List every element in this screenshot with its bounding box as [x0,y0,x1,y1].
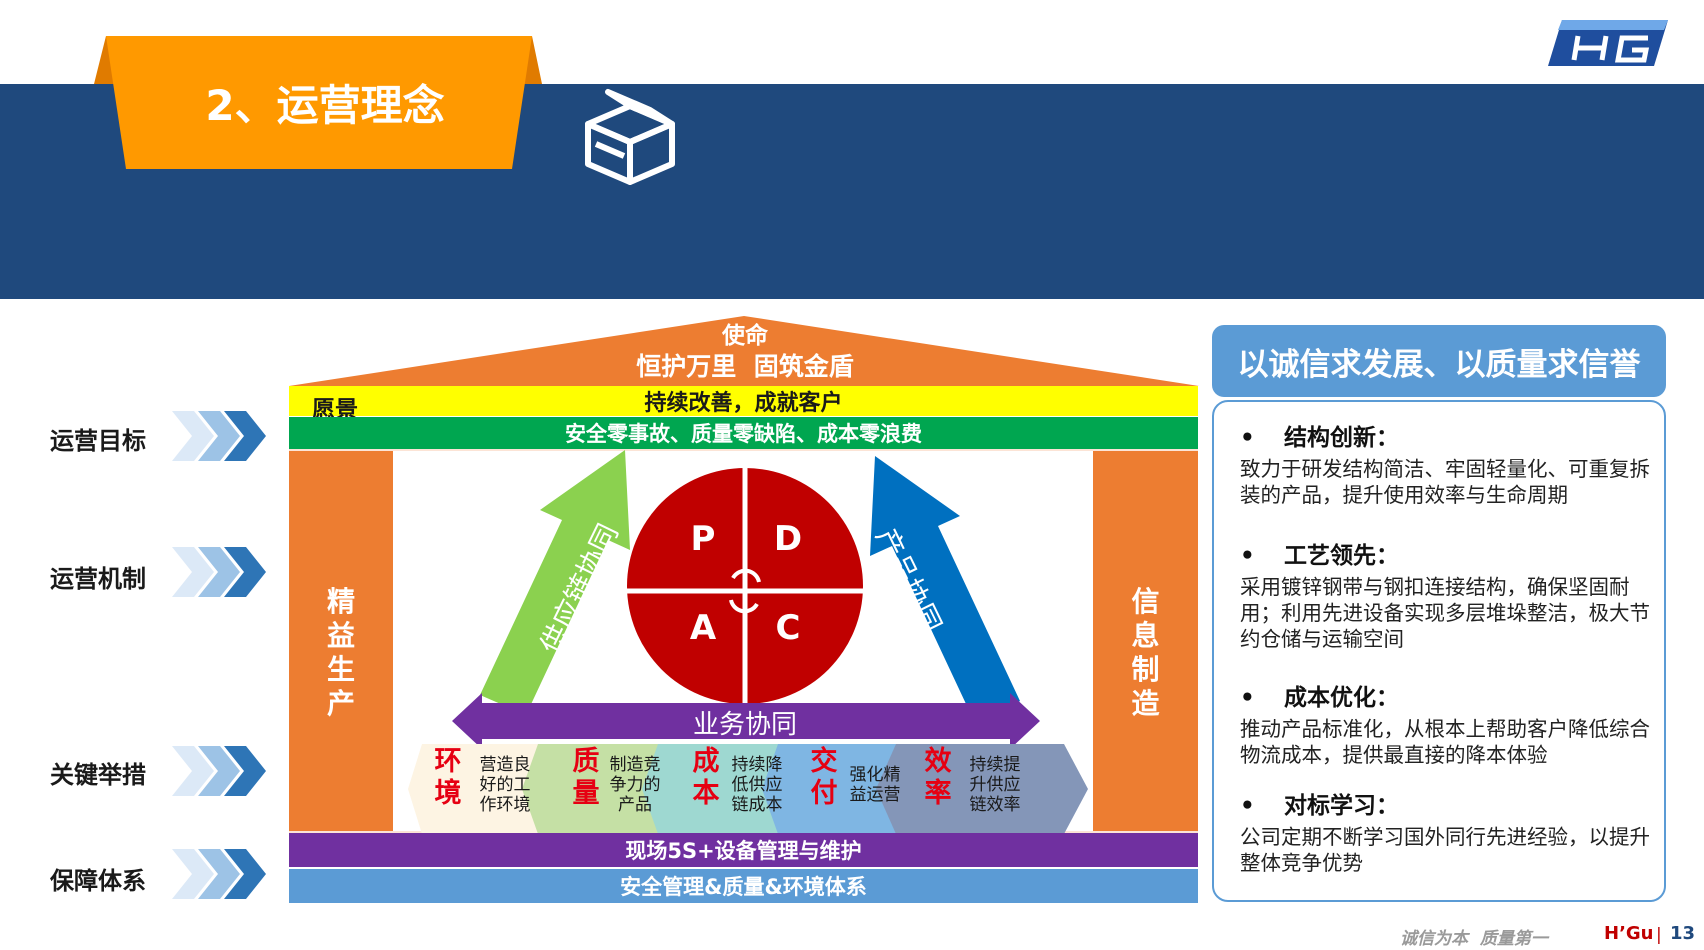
business-collab-arrow [452,693,1040,749]
pdca-p: P [690,519,716,559]
page-number: 13 [1670,923,1696,944]
footer-brand: H’Gu [1604,923,1654,944]
measure-cost: 成 本 [692,746,720,809]
goals-text: 安全零事故、质量零缺陷、成本零浪费 [565,422,922,446]
label-operation-mechanism: 运营机制 [50,564,146,593]
measure-cost-desc: 持续降 低供应 链成本 [731,755,783,815]
label-operation-goal: 运营目标 [50,426,146,455]
measure-quality: 质 量 [572,746,600,809]
refresh-cycle-icon [724,568,764,608]
bullet: • [1240,793,1255,819]
chevron-arrows-icon [172,849,266,899]
company-logo [1548,20,1668,66]
chevron-arrows-icon [172,411,266,461]
measure-efficiency: 效 率 [924,746,952,809]
measure-quality-desc: 制造竞 争力的 产品 [609,755,661,815]
measure-delivery: 交 付 [810,746,838,809]
side-section-structure: •结构创新： 致力于研发结构简洁、牢固轻量化、可重复拆装的产品，提升使用效率与生… [1240,425,1650,507]
bullet: • [1240,685,1255,711]
measure-environment: 环 境 [434,746,462,809]
side-section-cost: •成本优化： 推动产品标准化，从根本上帮助客户降低综合物流成本，提供最直接的降本… [1240,685,1650,767]
chevron-arrows-icon [172,547,266,597]
supply-chain-arrow [480,450,630,715]
site-management-bar: 现场5S+设备管理与维护 [289,833,1198,867]
label-key-measures: 关键举措 [50,760,146,789]
side-headline: 以诚信求发展、以质量求信誉 [1212,325,1666,397]
side-section-process: •工艺领先： 采用镀锌钢带与钢扣连接结构，确保坚固耐用；利用先进设备实现多层堆垛… [1240,543,1650,651]
title-tab [84,36,554,169]
footer-slogan: 诚信为本 质量第一 [1400,929,1548,949]
page-title: 2、运营理念 [205,80,445,130]
business-collab-label: 业务协同 [692,710,797,740]
house-roof [289,316,1199,386]
vision-text: 持续改善，成就客户 [644,391,843,416]
pdca-circle [625,466,865,706]
product-arrow [870,456,1020,721]
mission-label: 使命 [722,323,768,349]
management-system-bar: 安全管理&质量&环境体系 [289,869,1198,903]
measure-environment-desc: 营造良 好的工 作环境 [479,755,531,815]
side-section-benchmark: •对标学习： 公司定期不断学习国外同行先进经验，以提升整体竞争优势 [1240,793,1650,875]
bullet: • [1240,543,1255,569]
pillar-information-manufacturing: 信 息 制 造 [1093,451,1198,831]
footer-separator: | [1656,925,1662,945]
mission-text: 恒护万里 固筑金盾 [636,352,854,381]
key-measures-row [408,744,1088,834]
side-panel [1212,400,1666,902]
bullet: • [1240,425,1255,451]
label-guarantee-system: 保障体系 [50,866,146,895]
vision-bar: 持续改善，成就客户 [289,386,1198,416]
measure-efficiency-desc: 持续提 升供应 链效率 [969,755,1021,815]
chevron-arrows-icon [172,746,266,796]
box-icon [585,89,675,185]
pillar-lean-production: 精 益 生 产 [289,451,393,831]
measure-delivery-desc: 强化精 益运营 [849,765,901,805]
goals-bar: 安全零事故、质量零缺陷、成本零浪费 [289,417,1198,449]
pdca-d: D [773,519,803,559]
pdca-a: A [689,608,717,648]
pdca-c: C [775,608,801,648]
